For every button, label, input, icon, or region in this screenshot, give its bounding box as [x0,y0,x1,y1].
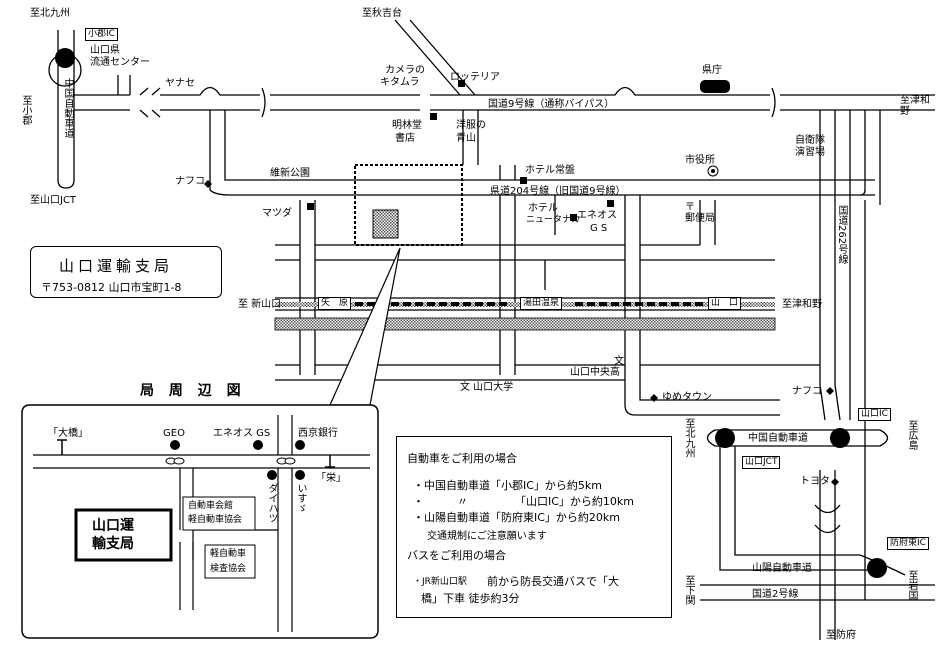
label-eneos-gs-2: G S [590,223,608,234]
label-shi-tsuwano-1: 至津和野 [900,95,930,117]
label-shi-tsuwano-2: 至津和野 [782,299,822,310]
label-lotteria: ロッテリア [450,72,500,83]
label-aoyama-1: 洋服の [456,120,486,131]
label-jieitai-2: 演習場 [795,147,825,158]
yamaguchi-jct-marker [715,428,735,448]
info-car-note: 交通規制にご注意願います [427,531,547,542]
label-shi-ogori: 至小郡 [20,95,31,125]
inset-isuzu: いすゞ [295,483,306,513]
info-car-heading: 自動車をご利用の場合 [407,452,517,465]
info-bus-line2: 橋」下車 徒歩約3分 [421,592,520,605]
inset-sakae: 「栄」 [316,473,346,484]
label-shi-kitakyushu-2: 至北九州 [683,418,694,458]
inset-kensa-kyokai: 検査協会 [210,564,247,574]
inset-map [21,404,379,639]
label-kencho: 県庁 [702,65,722,76]
access-info-box: 自動車をご利用の場合 ・中国自動車道「小郡IC」から約5km ・ 〃 「山口IC… [396,436,672,618]
label-chuo-hs-2: 山口中央高 [570,367,620,378]
label-eneos-gs-1: エネオス [577,210,617,221]
label-shi-shinyamaguchi: 至 新山口 [238,299,282,310]
info-car-line1: ・中国自動車道「小郡IC」から約5km [413,479,603,492]
label-ishin-koen: 維新公園 [270,168,310,179]
label-kogori-ic: 小郡IC [85,28,118,41]
label-yamaguchi-station: 山 口 [708,297,742,310]
inset-saikyo-bank: 西京銀行 [298,428,338,439]
label-shi-akiyoshidai: 至秋吉台 [362,8,402,19]
info-car-line2a: ・ 〃 [413,495,468,508]
hofu-ic-marker [867,558,887,578]
label-meirindo-1: 明林堂 [392,120,422,131]
office-name: 山口運輸支局 [59,257,174,275]
yamaguchi-ic-marker [830,428,850,448]
label-shi-iwakuni: 至岩国 [906,570,917,600]
label-shi-yamaguchi-jct: 至山口JCT [30,195,77,206]
label-toyota: トヨタ [800,476,830,487]
label-hotel-newtanaka-2: ニュータナカ [526,215,581,225]
label-shi-kitakyushu: 至北九州 [30,8,70,19]
inset-keijidosha-kyokai: 軽自動車協会 [188,515,243,525]
inset-jidoshakaikan: 自動車会館 [188,501,234,511]
label-route9: 国道9号線（通称バイパス） [488,99,615,110]
label-jieitai-1: 自衛隊 [795,135,825,146]
label-aoyama-2: 青山 [456,133,476,144]
label-hofu-ic: 防府東IC [887,537,929,550]
label-shi-hofu: 至防府 [826,630,856,641]
inset-eneos: エネオス GS [213,428,271,439]
label-yabara-station: 矢 原 [318,297,352,310]
info-bus-heading: バスをご利用の場合 [407,549,506,562]
kencho-marker [700,80,730,93]
label-chugoku-expwy-h: 中国自動車道 [748,433,808,444]
info-bus-line1a: ・JR新山口駅 [413,577,467,587]
label-post-2: 郵便局 [685,213,715,224]
kogori-ic-marker [55,48,75,68]
label-shiyakusho: 市役所 [685,155,715,166]
label-chugoku-expwy-v: 中国自動車道 [62,78,73,138]
label-yume-town: ゆめタウン [662,392,712,403]
office-title-box: 山口運輸支局 〒753-0812 山口市宝町1-8 [30,246,222,298]
inset-daihatsu: ダイハツ [266,483,277,523]
label-sanyo-expwy: 山陽自動車道 [752,563,812,574]
label-yudaonsen-station: 湯田温泉 [520,297,563,310]
info-car-line2b: 「山口IC」から約10km [515,495,635,508]
label-hotel-tokiwa: ホテル常盤 [525,165,575,176]
label-nafco-1: ナフコ [175,176,205,187]
label-route262: 国道262号線 [836,205,847,265]
label-pref-204: 県道204号線（旧国道9号線） [490,186,626,197]
inset-office-name-2: 輸支局 [92,536,134,552]
label-yanase: ヤナセ [165,78,195,89]
label-camera-kitamura-1: カメラの [385,65,425,76]
inset-ohashi: 「大橋」 [48,428,88,439]
label-nafco-2: ナフコ [792,386,822,397]
office-area-box [354,164,463,246]
label-yamaguchi-univ: 文 山口大学 [460,382,514,393]
inset-title: 局 周 辺 図 [140,383,246,399]
label-hotel-newtanaka-1: ホテル [528,203,558,214]
label-shi-shimonoseki: 至下関 [683,575,694,605]
inset-office-name-1: 山口運 [92,518,134,534]
office-building-marker [372,209,399,239]
label-route2: 国道2号線 [752,589,799,600]
chugoku-expwy-left [57,30,75,189]
label-chuo-hs-1: 文 [614,356,624,367]
label-camera-kitamura-2: キタムラ [380,77,420,88]
label-mazda: マツダ [262,208,292,219]
label-shi-hiroshima: 至広島 [906,420,917,450]
office-address: 〒753-0812 山口市宝町1-8 [41,281,182,294]
label-ryutsu-2: 流通センター [90,57,150,68]
label-ryutsu-1: 山口県 [90,45,120,56]
label-yamaguchi-jct: 山口JCT [742,456,781,469]
inset-keijidosha: 軽自動車 [210,549,247,559]
inset-geo: GEO [163,428,185,439]
label-yamaguchi-ic: 山口IC [858,408,891,421]
label-post-1: 〒 [685,202,695,213]
info-car-line3: ・山陽自動車道「防府東IC」から約20km [413,511,621,524]
info-bus-line1b: 前から防長交通バスで「大 [487,575,619,588]
label-meirindo-2: 書店 [395,133,415,144]
